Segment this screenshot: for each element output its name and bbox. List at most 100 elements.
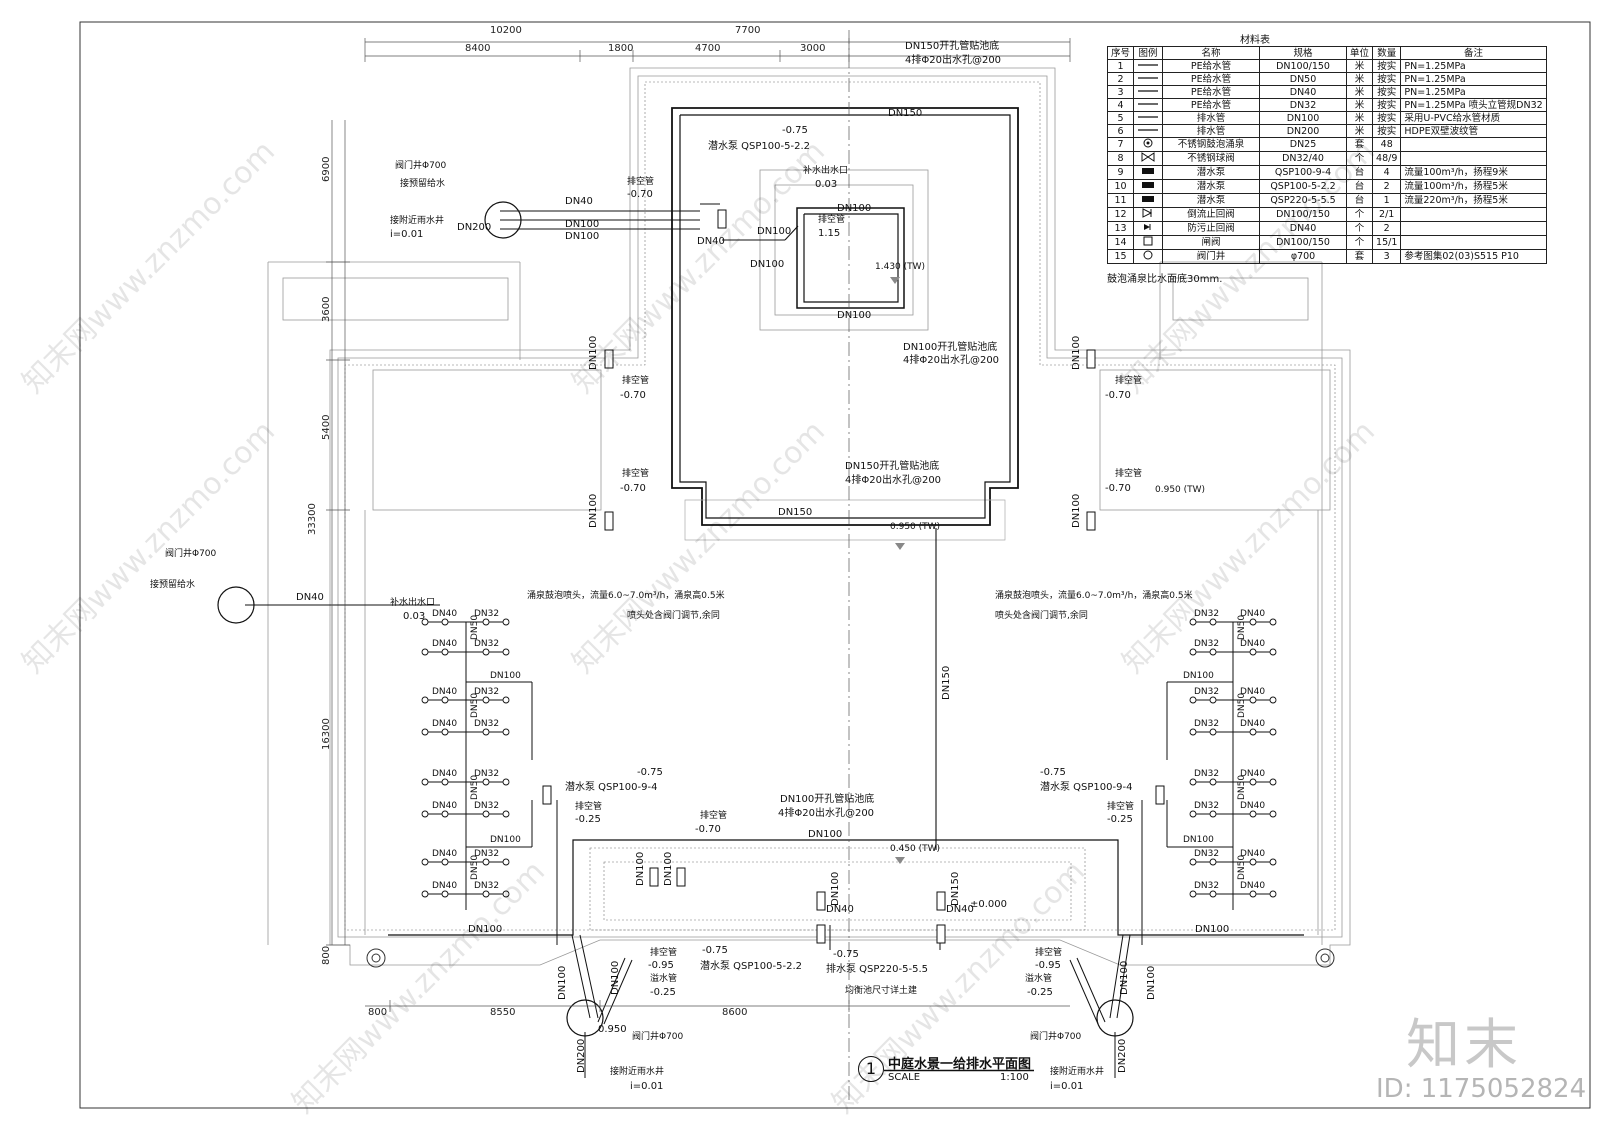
nozzle-pipe-label: DN32: [1194, 881, 1220, 891]
overflow-bl-val: -0.25: [650, 987, 676, 998]
nozzle-pipe-label: DN40: [1240, 801, 1266, 811]
nozzle-icon: [1209, 778, 1217, 786]
material-table-header: 序号 图例 名称 规格 单位 数量 备注: [1106, 46, 1547, 60]
material-cell: [1400, 151, 1547, 166]
material-cell: 15/1: [1372, 235, 1402, 250]
nozzle-pipe-label: DN32: [1194, 687, 1220, 697]
nozzle-icon: [441, 890, 449, 898]
supply-connect-2: 接预留给水: [150, 580, 196, 590]
material-cell: 4: [1372, 165, 1402, 180]
dn100-c: DN100: [757, 226, 792, 237]
material-cell: 15: [1106, 249, 1135, 264]
nozzle-pipe-label: DN40: [432, 719, 458, 729]
upper-basin: [796, 207, 905, 309]
legend-symbol-icon: [1133, 98, 1164, 112]
vent-bc-val: -0.70: [695, 824, 721, 835]
pump-bc-level1: -0.75: [702, 945, 728, 956]
material-cell: 个: [1346, 207, 1374, 222]
material-cell: DN100: [1259, 111, 1348, 125]
vent-valves: [604, 349, 1096, 911]
material-cell: 阀门井: [1162, 249, 1261, 264]
material-cell: [1400, 207, 1547, 222]
nozzle-pipe-label: DN32: [1194, 639, 1220, 649]
material-cell: 米: [1346, 85, 1374, 99]
dn150-mid-title: DN150开孔管贴池底: [845, 461, 940, 472]
material-cell: 潜水泵: [1162, 165, 1261, 180]
nozzle-pipe-label: DN50: [470, 692, 480, 718]
nozzle-icon: [482, 618, 490, 626]
overflow-bl: 溢水管: [650, 974, 678, 984]
dim-top-3000: 3000: [800, 43, 826, 54]
nozzle-icon: [1269, 810, 1277, 818]
col-header: 图例: [1133, 46, 1164, 60]
col-header: 名称: [1162, 46, 1261, 60]
material-cell: 套: [1346, 249, 1374, 264]
dn100-pipe-r: DN100: [1195, 924, 1230, 935]
nozzle-icon: [1249, 618, 1257, 626]
fountain-sub-l: 喷头处含阀门调节,余同: [627, 611, 720, 621]
material-cell: HDPE双壁波纹管: [1400, 124, 1547, 138]
dim-bottom-800: 800: [368, 1007, 388, 1018]
nozzle-icon: [421, 890, 429, 898]
nozzle-pipe-label: DN40: [432, 849, 458, 859]
material-cell: 按实: [1372, 98, 1402, 112]
material-cell: 按实: [1372, 111, 1402, 125]
nozzle-pipe-label: DN32: [474, 639, 500, 649]
material-cell: 12: [1106, 207, 1135, 222]
material-cell: 14: [1106, 235, 1135, 250]
nozzle-icon: [421, 728, 429, 736]
nozzle-icon: [1269, 778, 1277, 786]
dimension-lines: [326, 38, 1071, 1012]
legend-symbol-icon: [1133, 221, 1164, 236]
nozzle-icon: [441, 648, 449, 656]
legend-symbol-icon: [1133, 124, 1164, 138]
vent-l2: 排空管: [622, 469, 650, 479]
nozzle-icon: [482, 890, 490, 898]
legend-symbol-icon: [1133, 59, 1164, 73]
material-cell: 参考图集02(03)S515 P10: [1400, 249, 1547, 264]
nozzle-icon: [502, 778, 510, 786]
dim-left-3600: 3600: [321, 296, 332, 322]
valve-well-1-label: 阀门井Φ700: [395, 161, 447, 171]
nozzle-icon: [502, 858, 510, 866]
dn100-bot-sub: 4排Φ20出水孔@200: [778, 808, 875, 819]
material-cell: 个: [1346, 221, 1374, 236]
top-supply-lines: [500, 203, 799, 241]
material-cell: 11: [1106, 193, 1135, 208]
material-cell: PN=1.25MPa: [1400, 59, 1547, 73]
dim-top-10200: 10200: [490, 25, 522, 36]
nozzle-icon: [1189, 728, 1197, 736]
vent-r1-val: -0.70: [1105, 390, 1131, 401]
scale-label: SCALE: [888, 1072, 921, 1083]
nozzle-pipe-label: DN100: [1183, 671, 1214, 681]
overflow-br-val: -0.25: [1027, 987, 1053, 998]
material-cell: 流量220m³/h，扬程5米: [1400, 193, 1547, 208]
material-cell: 米: [1346, 111, 1374, 125]
inner-dn100-bot: DN100: [837, 310, 872, 321]
dn200-br: DN200: [1117, 1038, 1128, 1073]
material-cell: 不锈钢球阀: [1162, 151, 1261, 166]
tw-1: 1.430 (TW): [875, 262, 926, 272]
nozzle-icon: [421, 696, 429, 704]
material-cell: 5: [1106, 111, 1135, 125]
nozzle-icon: [421, 778, 429, 786]
nozzle-icon: [1209, 618, 1217, 626]
dim-top-7700: 7700: [735, 25, 761, 36]
dn40-v4: DN40: [946, 904, 974, 915]
dim-left-16300: 16300: [321, 718, 332, 750]
nozzle-pipe-label: DN32: [474, 769, 500, 779]
nozzle-icon: [1189, 696, 1197, 704]
nozzle-pipe-label: DN32: [1194, 769, 1220, 779]
pump-bc-level2: -0.75: [833, 949, 859, 960]
make-up-1: 补水出水口: [803, 166, 849, 176]
nozzle-icon: [482, 696, 490, 704]
material-cell: 1: [1106, 59, 1135, 73]
nozzle-icon: [502, 810, 510, 818]
nozzle-pipe-label: DN50: [1237, 854, 1247, 880]
nozzle-pipe-label: DN40: [1240, 881, 1266, 891]
nozzle-pipe-label: DN40: [1240, 849, 1266, 859]
